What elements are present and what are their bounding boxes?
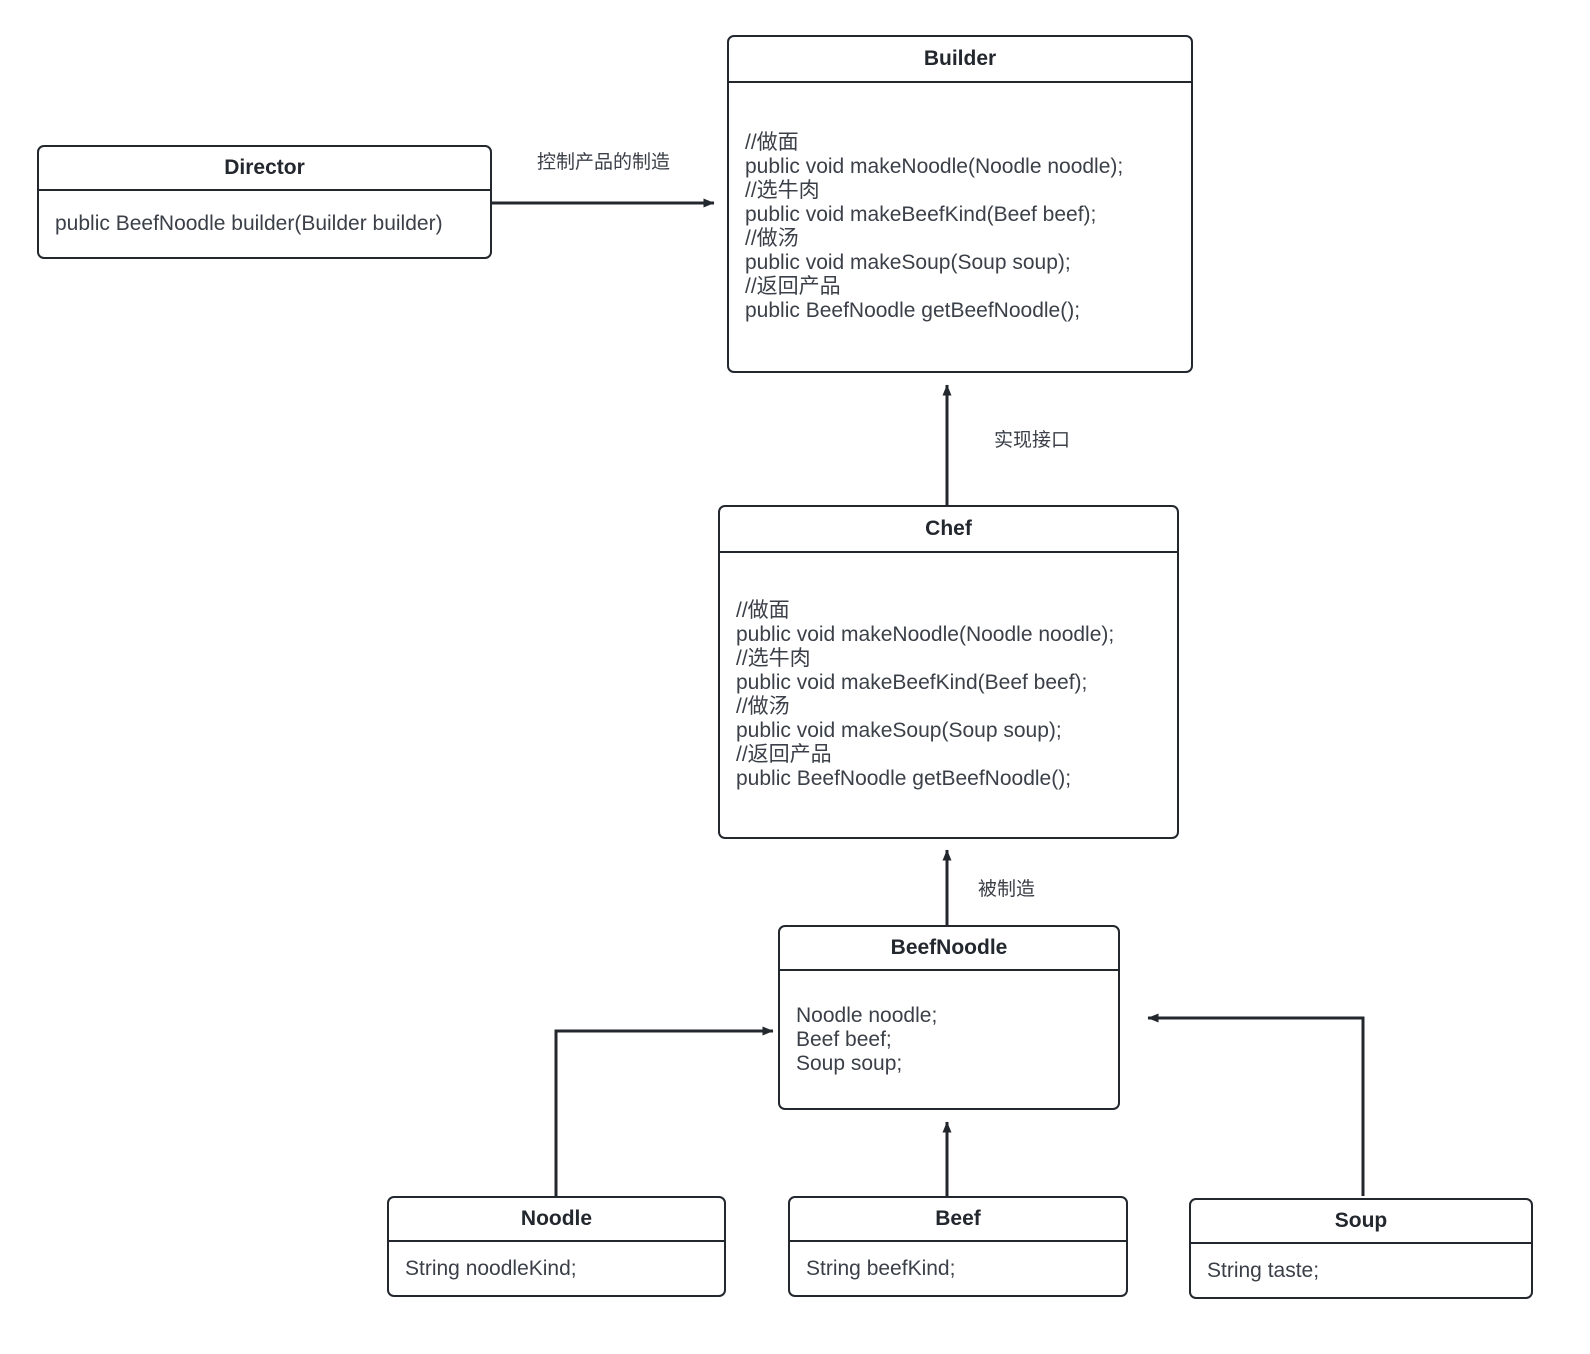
- edge-label-chef-to-builder: 实现接口: [994, 430, 1071, 451]
- member-line: Noodle noodle;: [796, 1003, 938, 1027]
- member-line: public void makeSoup(Soup soup);: [745, 251, 1071, 274]
- member-line: public BeefNoodle getBeefNoodle();: [745, 299, 1081, 322]
- member-line: //选牛肉: [736, 647, 811, 670]
- member-line: String taste;: [1207, 1258, 1320, 1282]
- class-members-builder: //做面 public void makeNoodle(Noodle noodl…: [729, 83, 1191, 371]
- member-line: //做面: [736, 599, 790, 622]
- class-members-beef: String beefKind;: [790, 1242, 1126, 1295]
- edge-label-director-to-builder: 控制产品的制造: [537, 152, 671, 173]
- class-title-chef: Chef: [720, 507, 1177, 553]
- member-line: public BeefNoodle getBeefNoodle();: [736, 767, 1072, 790]
- member-line: //返回产品: [736, 743, 832, 766]
- member-line: //做面: [745, 131, 799, 154]
- class-members-beefnoodle: Noodle noodle; Beef beef; Soup soup;: [780, 971, 1118, 1108]
- member-line: public void makeBeefKind(Beef beef);: [736, 671, 1088, 694]
- member-line: public void makeNoodle(Noodle noodle);: [736, 623, 1115, 646]
- edge-noodle-to-beefnoodle: [554, 1026, 774, 1196]
- member-line: public void makeBeefKind(Beef beef);: [745, 203, 1097, 226]
- class-title-beef: Beef: [790, 1198, 1126, 1242]
- class-members-soup: String taste;: [1191, 1244, 1531, 1297]
- class-members-noodle: String noodleKind;: [389, 1242, 724, 1295]
- class-members-chef: //做面 public void makeNoodle(Noodle noodl…: [720, 553, 1177, 837]
- class-box-soup[interactable]: Soup String taste;: [1189, 1198, 1533, 1299]
- member-line: public void makeSoup(Soup soup);: [736, 719, 1062, 742]
- class-box-noodle[interactable]: Noodle String noodleKind;: [387, 1196, 726, 1297]
- member-line: public BeefNoodle builder(Builder builde…: [55, 212, 443, 235]
- class-title-director: Director: [39, 147, 490, 191]
- class-title-soup: Soup: [1191, 1200, 1531, 1244]
- class-box-chef[interactable]: Chef //做面 public void makeNoodle(Noodle …: [718, 505, 1179, 839]
- class-title-noodle: Noodle: [389, 1198, 724, 1242]
- edge-label-beefnoodle-to-chef: 被制造: [978, 879, 1036, 900]
- class-box-beef[interactable]: Beef String beefKind;: [788, 1196, 1128, 1297]
- member-line: String beefKind;: [806, 1256, 956, 1280]
- member-line: //做汤: [745, 227, 799, 250]
- member-line: String noodleKind;: [405, 1256, 577, 1280]
- member-line: //选牛肉: [745, 179, 820, 202]
- class-box-beefnoodle[interactable]: BeefNoodle Noodle noodle; Beef beef; Sou…: [778, 925, 1120, 1110]
- edge-soup-to-beefnoodle: [1147, 1013, 1365, 1196]
- member-line: Beef beef;: [796, 1027, 892, 1051]
- member-line: Soup soup;: [796, 1051, 903, 1075]
- class-title-beefnoodle: BeefNoodle: [780, 927, 1118, 971]
- member-line: //做汤: [736, 695, 790, 718]
- member-line: public void makeNoodle(Noodle noodle);: [745, 155, 1124, 178]
- class-title-builder: Builder: [729, 37, 1191, 83]
- class-box-builder[interactable]: Builder //做面 public void makeNoodle(Nood…: [727, 35, 1193, 373]
- class-box-director[interactable]: Director public BeefNoodle builder(Build…: [37, 145, 492, 259]
- class-members-director: public BeefNoodle builder(Builder builde…: [39, 191, 490, 257]
- member-line: //返回产品: [745, 275, 841, 298]
